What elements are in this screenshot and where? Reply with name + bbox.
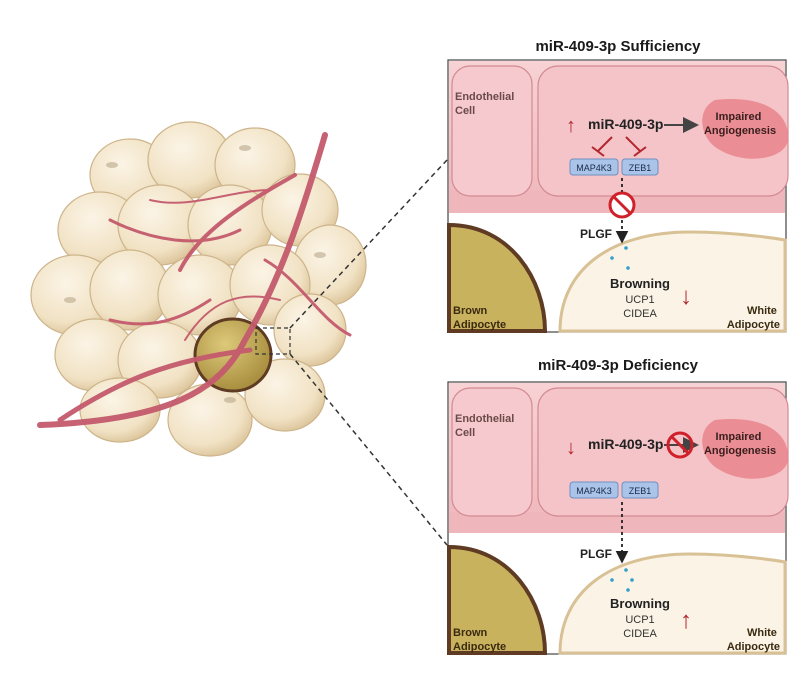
impaired-label: Impaired Angiogenesis: [704, 431, 776, 457]
blocked-icon: [608, 191, 636, 219]
endothelial-cell-left: [451, 65, 533, 197]
endothelial-cell-label: Endothelial Cell: [455, 91, 517, 117]
brown-adipocyte-label: Brown Adipocyte: [453, 627, 506, 653]
panel-title-sufficiency: miR-409-3p Sufficiency: [535, 38, 701, 55]
mirna-up-arrow: ↑: [566, 115, 576, 137]
white-adipocyte: [558, 230, 787, 333]
white-adipocyte-label: White Adipocyte: [727, 627, 780, 653]
gene-box-map4k3: [569, 481, 619, 499]
plgf-dots: [610, 568, 634, 592]
blood-vessels: [37, 132, 352, 428]
white-adipocyte-label: White Adipocyte: [727, 305, 780, 331]
gene-label-zeb1: ZEB1: [629, 163, 652, 173]
endothelial-cell-label: Endothelial Cell: [455, 413, 517, 439]
marker-ucp1: UCP1: [625, 294, 654, 306]
mirna-down-arrow: ↓: [566, 437, 576, 459]
panel-deficiency: Endothelial Cell ↓ miR-409-3p Impaired A…: [447, 381, 789, 655]
blocked-icon: [666, 431, 694, 459]
fat-cell-nuclei: [64, 145, 326, 403]
gene-label-zeb1: ZEB1: [629, 486, 652, 496]
gene-box-map4k3: [569, 158, 619, 176]
gene-box-zeb1: [621, 481, 659, 499]
plgf-label: PLGF: [580, 227, 612, 241]
brown-adipocyte: [447, 222, 548, 333]
impaired-label: Impaired Angiogenesis: [704, 111, 776, 137]
adipose-tissue-cluster: [30, 121, 448, 546]
browning-down-arrow: ↓: [680, 283, 692, 310]
mirna-label: miR-409-3p: [588, 436, 663, 452]
impaired-blob: [702, 99, 789, 159]
plgf-dots: [610, 246, 630, 270]
gene-label-map4k3: MAP4K3: [576, 163, 612, 173]
marker-cidea: CIDEA: [623, 628, 657, 640]
white-adipocyte: [558, 552, 787, 655]
zoom-line-top: [289, 159, 448, 329]
zoom-box: [255, 327, 291, 355]
mirna-label: miR-409-3p: [588, 116, 663, 132]
browning-label: Browning: [610, 596, 670, 611]
marker-ucp1: UCP1: [625, 614, 654, 626]
browning-up-arrow: ↑: [680, 607, 692, 634]
marker-cidea: CIDEA: [623, 308, 657, 320]
plgf-label: PLGF: [580, 547, 612, 561]
impaired-blob: [702, 419, 789, 479]
endothelial-cell-left: [451, 387, 533, 517]
zoom-line-bottom: [289, 353, 448, 546]
brown-adipocyte-label: Brown Adipocyte: [453, 305, 506, 331]
brown-adipocyte: [447, 544, 548, 655]
gene-label-map4k3: MAP4K3: [576, 486, 612, 496]
panel-title-deficiency: miR-409-3p Deficiency: [537, 357, 699, 374]
gene-box-zeb1: [621, 158, 659, 176]
browning-label: Browning: [610, 276, 670, 291]
panel-sufficiency: Endothelial Cell ↑ miR-409-3p Impaired A…: [447, 59, 789, 333]
inhibition-marks: [591, 136, 647, 157]
